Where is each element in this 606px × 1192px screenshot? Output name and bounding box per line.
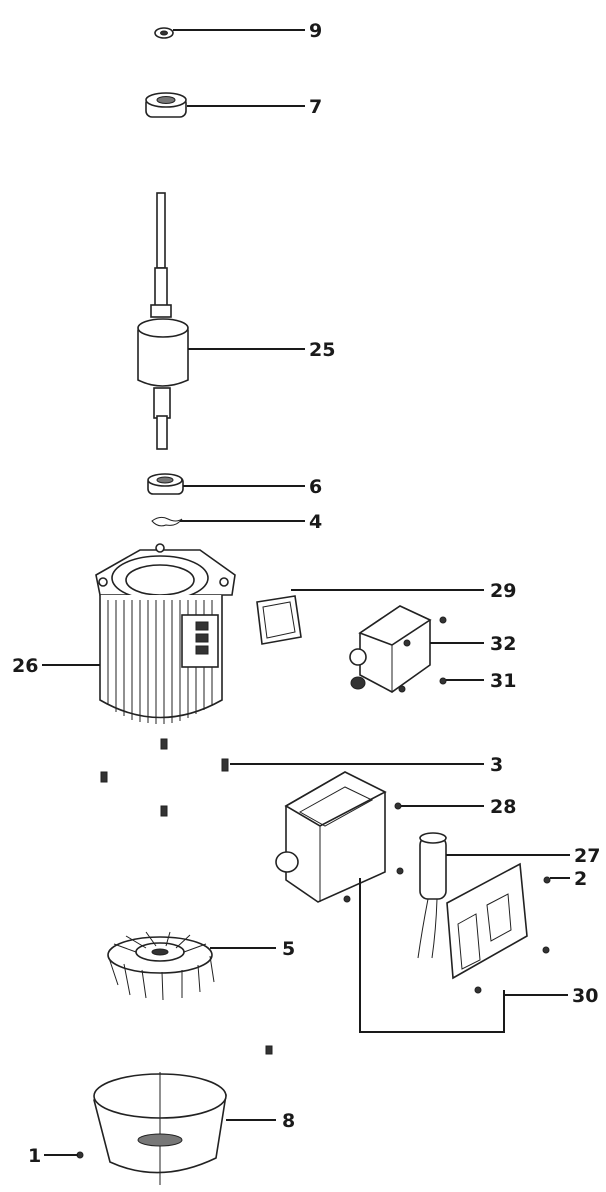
callout-4: 4 [309,511,322,533]
leader-lines [42,29,570,1156]
callout-3: 3 [490,754,503,776]
callout-6: 6 [309,476,322,498]
part-28-junction-box [275,771,404,903]
callout-5: 5 [282,938,295,960]
callout-30: 30 [572,985,598,1007]
part-9-nut [154,27,174,39]
callout-27: 27 [574,845,600,867]
callout-2: 2 [574,868,587,890]
part-26-motor-housing [95,543,236,724]
part-4-wave-washer [151,516,183,527]
callout-9: 9 [309,20,322,42]
part-8-fan-cover [76,1072,227,1185]
part-32-terminal-box [349,605,432,693]
part-27-capacitor [417,832,447,959]
callout-32: 32 [490,633,516,655]
part-30-cover-plate [446,862,551,994]
part-29-gasket [256,595,302,645]
callout-26: 26 [12,655,38,677]
callout-1: 1 [28,1145,41,1167]
part-6-bearing [147,473,184,495]
callout-31: 31 [490,670,516,692]
callout-8: 8 [282,1110,295,1132]
callout-29: 29 [490,580,516,602]
callout-25: 25 [309,339,335,361]
callout-7: 7 [309,96,322,118]
part-5-fan [107,931,215,1001]
part-7-bearing [145,92,187,118]
part-25-rotor-shaft [137,192,189,450]
screws-housing [100,738,273,1055]
callout-28: 28 [490,796,516,818]
